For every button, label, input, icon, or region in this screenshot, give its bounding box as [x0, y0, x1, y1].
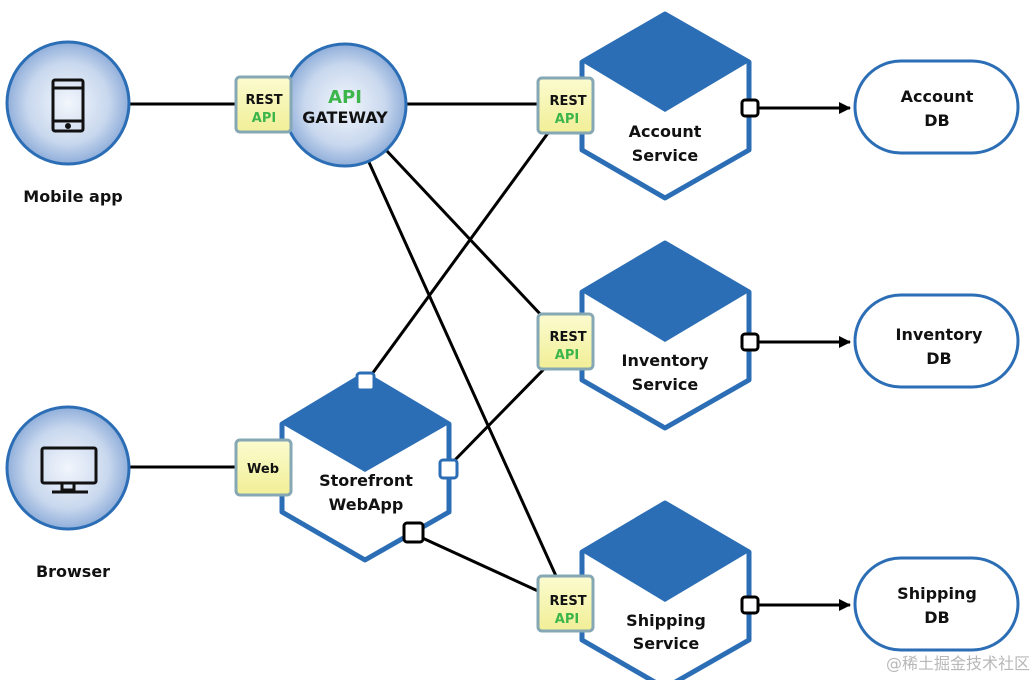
- port-api-label: API: [555, 612, 579, 627]
- gateway-rest-port[interactable]: REST API: [234, 75, 293, 134]
- mobile-app-label: Mobile app: [23, 187, 122, 206]
- storefront-outbound-port-bottom[interactable]: [402, 521, 425, 544]
- api-gateway-node[interactable]: API GATEWAY REST API: [234, 42, 408, 168]
- shipping-db-label-line1: Shipping: [897, 584, 977, 603]
- gateway-to-inventory-line: [384, 148, 544, 318]
- account-service-label-line1: Account: [629, 122, 702, 141]
- storefront-label-line2: WebApp: [329, 495, 404, 514]
- inventory-rest-port[interactable]: REST API: [536, 312, 595, 371]
- port-rest-label: REST: [549, 94, 586, 109]
- port-rest-label: REST: [549, 330, 586, 345]
- storefront-to-account-line: [370, 132, 550, 375]
- shipping-rest-port[interactable]: REST API: [536, 574, 595, 633]
- account-db-node[interactable]: Account DB: [853, 59, 1020, 155]
- account-service-node[interactable]: Account Service REST API: [536, 11, 760, 201]
- gateway-label: GATEWAY: [302, 108, 388, 127]
- shipping-service-node[interactable]: Shipping Service REST API: [536, 500, 760, 680]
- gateway-to-shipping-line: [366, 159, 558, 577]
- inventory-db-port[interactable]: [740, 332, 760, 352]
- browser-node[interactable]: Browser: [5, 405, 131, 581]
- storefront-label-line1: Storefront: [319, 471, 413, 490]
- watermark: @稀土掘金技术社区: [886, 654, 1030, 673]
- storefront-web-port[interactable]: Web: [234, 438, 293, 497]
- storefront-webapp-node[interactable]: Storefront WebApp Web: [234, 371, 459, 563]
- port-api-label: API: [252, 111, 276, 126]
- shipping-service-label-line1: Shipping: [626, 611, 706, 630]
- shipping-db-node[interactable]: Shipping DB: [853, 556, 1020, 652]
- port-web-label: Web: [247, 462, 279, 477]
- mobile-app-node[interactable]: Mobile app: [5, 40, 131, 206]
- account-db-label-line2: DB: [924, 111, 949, 130]
- monitor-icon: [40, 446, 98, 494]
- gateway-api-label: API: [328, 87, 362, 108]
- storefront-outbound-port-right[interactable]: [438, 458, 459, 480]
- browser-label: Browser: [36, 562, 110, 581]
- inventory-service-node[interactable]: Inventory Service REST API: [536, 240, 760, 431]
- connectors: [130, 102, 851, 611]
- port-api-label: API: [555, 348, 579, 363]
- inventory-db-node[interactable]: Inventory DB: [853, 293, 1020, 389]
- shipping-service-label-line2: Service: [633, 634, 700, 653]
- storefront-to-shipping-line: [417, 534, 539, 593]
- account-rest-port[interactable]: REST API: [536, 76, 595, 135]
- shipping-db-port[interactable]: [740, 595, 760, 615]
- account-service-label-line2: Service: [632, 146, 699, 165]
- shipping-db-label-line2: DB: [924, 608, 949, 627]
- inventory-db-label-line1: Inventory: [896, 325, 984, 344]
- port-rest-label: REST: [245, 93, 282, 108]
- account-db-port[interactable]: [740, 98, 760, 118]
- inventory-db-label-line2: DB: [926, 349, 951, 368]
- storefront-outbound-port-top[interactable]: [355, 371, 376, 392]
- port-rest-label: REST: [549, 594, 586, 609]
- account-db-label-line1: Account: [901, 87, 974, 106]
- storefront-to-inventory-line: [450, 367, 546, 465]
- inventory-service-label-line2: Service: [632, 375, 699, 394]
- inventory-service-label-line1: Inventory: [622, 351, 710, 370]
- port-api-label: API: [555, 112, 579, 127]
- smartphone-icon: [51, 78, 85, 133]
